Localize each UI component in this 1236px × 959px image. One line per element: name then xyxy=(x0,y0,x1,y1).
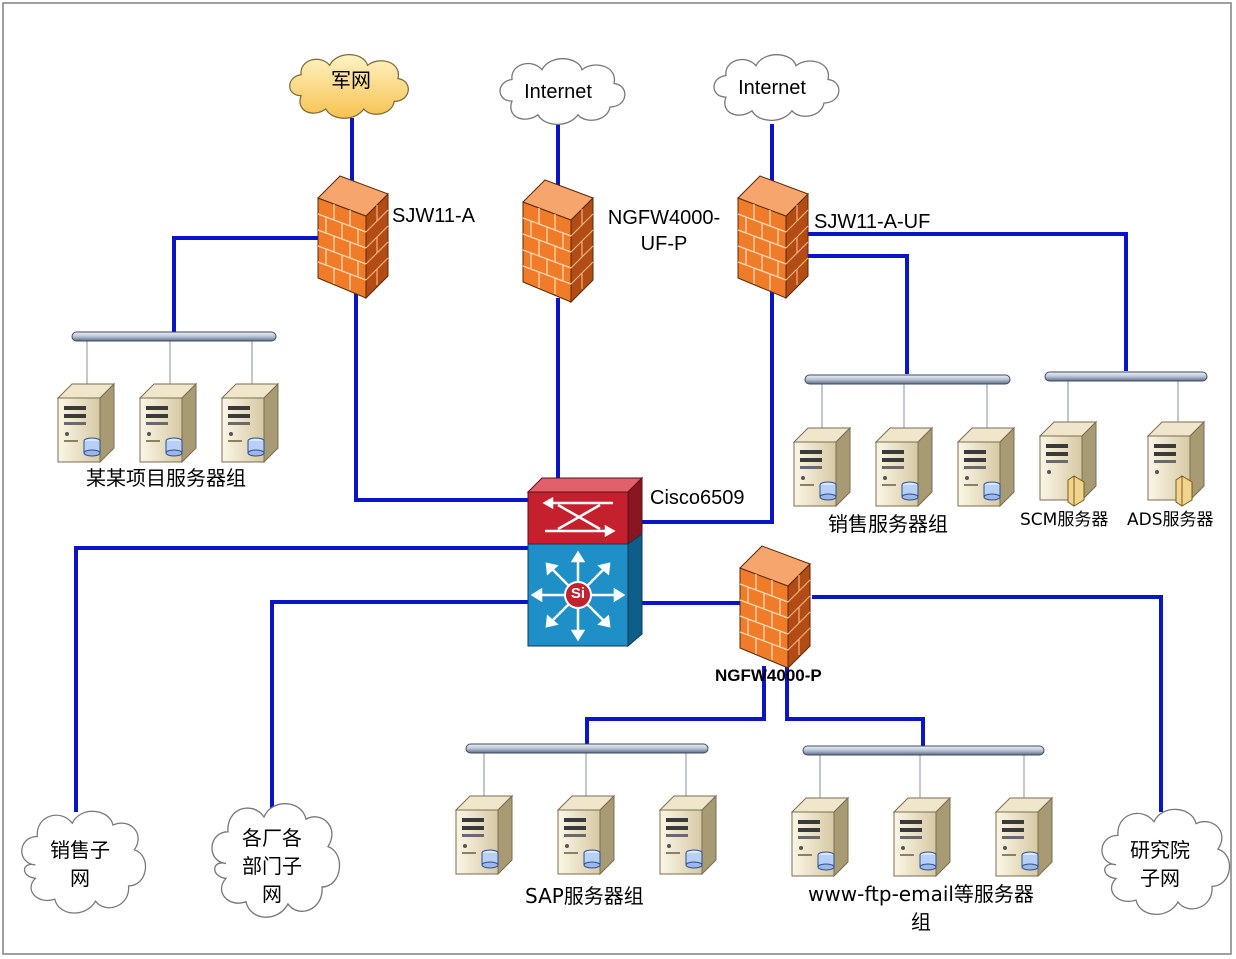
group-label-www-2: 组 xyxy=(911,910,931,934)
bus-sap xyxy=(465,743,709,754)
device-label-sjw11a: SJW11-A xyxy=(392,205,475,227)
cloud-sales-subnet xyxy=(21,810,147,914)
server-icon xyxy=(57,383,115,463)
firewall-icon-sjw11a-uf xyxy=(737,175,809,299)
server-icon xyxy=(791,797,849,877)
server-icon xyxy=(659,795,717,875)
cloud-label-internet-2: Internet xyxy=(738,77,806,99)
bus-sales xyxy=(804,374,1011,385)
server-icon xyxy=(893,797,951,877)
device-label-ngfw-uf-p-2: UF-P xyxy=(640,233,688,255)
group-label-www-1: www-ftp-email等服务器 xyxy=(808,882,1034,906)
bus-project xyxy=(71,331,277,342)
switch-icon-cisco6509 xyxy=(526,476,644,648)
server-icon xyxy=(793,427,851,507)
server-icon xyxy=(957,427,1015,507)
firewall-icon-ngfw-uf-p xyxy=(522,179,594,303)
bus-scm-ads xyxy=(1044,371,1208,382)
server-icon xyxy=(995,797,1053,877)
cloud-label-research-subnet-2: 子网 xyxy=(1140,866,1180,890)
server-icon xyxy=(455,795,513,875)
cloud-label-sales-subnet-1: 销售子 xyxy=(50,838,110,862)
bus-www xyxy=(802,745,1045,756)
group-label-scm: SCM服务器 xyxy=(1020,510,1109,530)
bus-bars xyxy=(71,331,1208,756)
device-label-ngfw-p: NGFW4000-P xyxy=(715,666,822,685)
server-icon xyxy=(221,383,279,463)
cloud-label-dept-subnet-1: 各厂各 xyxy=(242,826,302,850)
server-drops xyxy=(86,340,1179,799)
device-label-ngfw-uf-p-1: NGFW4000- xyxy=(607,207,721,229)
network-links xyxy=(74,118,1163,812)
firewall-icon-ngfw-p xyxy=(739,545,811,669)
server-icon xyxy=(875,427,933,507)
server-folder-icon-ads xyxy=(1147,421,1205,507)
cloud-label-dept-subnet-2: 部门子 xyxy=(242,854,302,878)
device-label-sjw11a-uf: SJW11-A-UF xyxy=(814,211,931,233)
cloud-label-internet-1: Internet xyxy=(524,81,592,103)
group-label-sales: 销售服务器组 xyxy=(828,512,948,536)
switch-si-label: Si xyxy=(570,585,586,602)
server-folder-icon-scm xyxy=(1039,421,1097,507)
group-label-sap: SAP服务器组 xyxy=(525,884,644,908)
server-icon xyxy=(557,795,615,875)
group-label-ads: ADS服务器 xyxy=(1127,510,1214,530)
cloud-label-dept-subnet-3: 网 xyxy=(262,882,282,906)
group-label-project: 某某项目服务器组 xyxy=(86,466,246,490)
server-icon xyxy=(139,383,197,463)
device-label-cisco6509: Cisco6509 xyxy=(650,487,745,509)
cloud-label-research-subnet-1: 研究院 xyxy=(1130,838,1190,862)
cloud-label-junwang: 军网 xyxy=(331,68,371,92)
cloud-label-sales-subnet-2: 网 xyxy=(70,866,90,890)
firewall-icon-sjw11a xyxy=(317,175,389,299)
